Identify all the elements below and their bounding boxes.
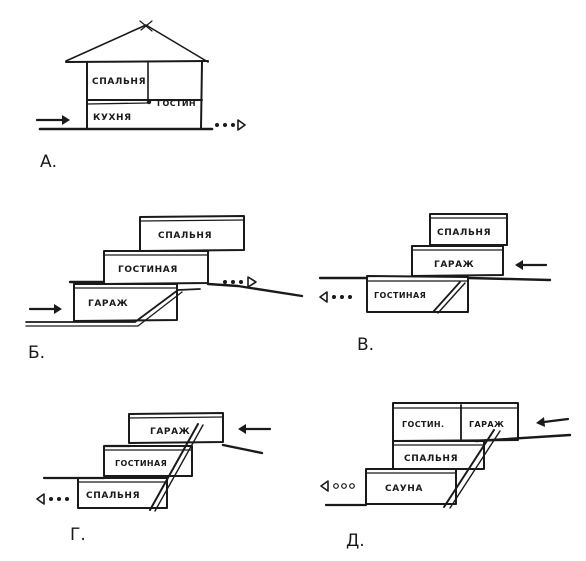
room-label-living: ГОСТИНАЯ [374, 291, 426, 300]
entry-arrow-icon [238, 424, 246, 434]
entry-arrow-shaft [542, 417, 570, 424]
room-label-bedroom: СПАЛЬНЯ [86, 491, 140, 501]
room-label-bedroom: СПАЛЬНЯ [158, 231, 212, 241]
exit-dot [341, 483, 347, 489]
room-label-bedroom: СПАЛЬНЯ [92, 77, 146, 87]
level-dot [146, 99, 152, 105]
variant-letter: Б. [28, 343, 45, 363]
room-box-garage [411, 245, 504, 277]
room-label-sauna: САУНА [385, 484, 423, 494]
exit-dot [65, 497, 69, 501]
stair-line [449, 430, 501, 509]
exit-dot [231, 123, 235, 127]
exit-dot [239, 280, 243, 284]
room-label-living: ГОСТИНАЯ [118, 265, 178, 275]
slab-line [128, 416, 224, 419]
room-label-living: ГОСТИНАЯ [115, 459, 167, 468]
room-box-garage [73, 283, 178, 322]
room-box-living [366, 275, 469, 313]
floor-slab-under [86, 102, 149, 105]
stair-line [154, 424, 204, 512]
exit-dot [223, 280, 227, 284]
roof-line [65, 24, 209, 63]
ramp-line [25, 291, 183, 327]
exit-dot [349, 483, 355, 489]
variant-letter: Г. [70, 525, 86, 545]
room-box-bedroom [139, 215, 245, 252]
exit-arrow-icon [320, 480, 329, 492]
ground-line [221, 443, 264, 455]
ground-line [474, 433, 572, 443]
exit-dot [333, 483, 339, 489]
exit-dot [348, 295, 352, 299]
variant-letter: Д. [346, 531, 365, 551]
entry-arrow-icon [515, 260, 523, 270]
exit-dot [215, 123, 219, 127]
stair-line [432, 281, 461, 313]
exit-dot [49, 497, 53, 501]
variant-letter: А. [40, 152, 57, 172]
room-label-garage: ГАРАЖ [150, 427, 190, 437]
room-box-bedroom [77, 477, 168, 509]
room-label-living: ГОСТИН [157, 99, 196, 108]
variant-v: СПАЛЬНЯ ГАРАЖ ГОСТИНАЯ В. [318, 213, 552, 355]
room-label-garage: ГАРАЖ [469, 420, 504, 429]
variant-letter: В. [357, 335, 374, 355]
exit-dot [332, 295, 336, 299]
room-label-kitchen: КУХНЯ [93, 113, 132, 123]
room-box-bedroom [392, 440, 485, 470]
stair-line [437, 282, 466, 314]
exit-arrow-icon [36, 493, 45, 505]
room-box-bedroom [429, 213, 508, 246]
room-label-garage: ГАРАЖ [88, 299, 128, 309]
exit-arrow-icon [237, 119, 246, 131]
variant-g: ГАРАЖ ГОСТИНАЯ СПАЛЬНЯ Г. [36, 412, 272, 545]
variant-d: ГОСТИН. ГАРАЖ СПАЛЬНЯ САУНА Д. [320, 402, 572, 551]
entry-arrow-icon [536, 417, 545, 427]
exit-dot [231, 280, 235, 284]
room-box-living [103, 445, 193, 477]
exit-arrow-icon [247, 276, 257, 288]
room-label-living: ГОСТИН. [402, 420, 444, 429]
exit-dot [223, 123, 227, 127]
ground-line [206, 282, 304, 298]
entry-arrow-icon [54, 304, 62, 314]
eave-line [65, 60, 209, 63]
variant-b: СПАЛЬНЯ ГОСТИНАЯ ГАРАЖ Б. [25, 215, 304, 363]
room-label-bedroom: СПАЛЬНЯ [437, 228, 491, 238]
wall-right [200, 61, 203, 129]
stair-line [149, 423, 199, 511]
room-box-garage [128, 412, 224, 444]
room-box-upper [392, 402, 519, 442]
exit-arrow-icon [319, 291, 328, 303]
room-label-garage: ГАРАЖ [434, 260, 474, 270]
variant-a: СПАЛЬНЯ ГОСТИН КУХНЯ А. [35, 20, 246, 172]
roof-apex-mark [139, 20, 153, 32]
exit-dot [57, 497, 61, 501]
room-label-bedroom: СПАЛЬНЯ [404, 454, 458, 464]
exit-dot [340, 295, 344, 299]
ramp-line [25, 288, 201, 323]
slab-line [140, 219, 244, 222]
ground-line [466, 276, 552, 282]
entry-arrow-icon [62, 115, 70, 125]
stair-line [443, 429, 495, 508]
room-box-sauna [365, 468, 457, 505]
